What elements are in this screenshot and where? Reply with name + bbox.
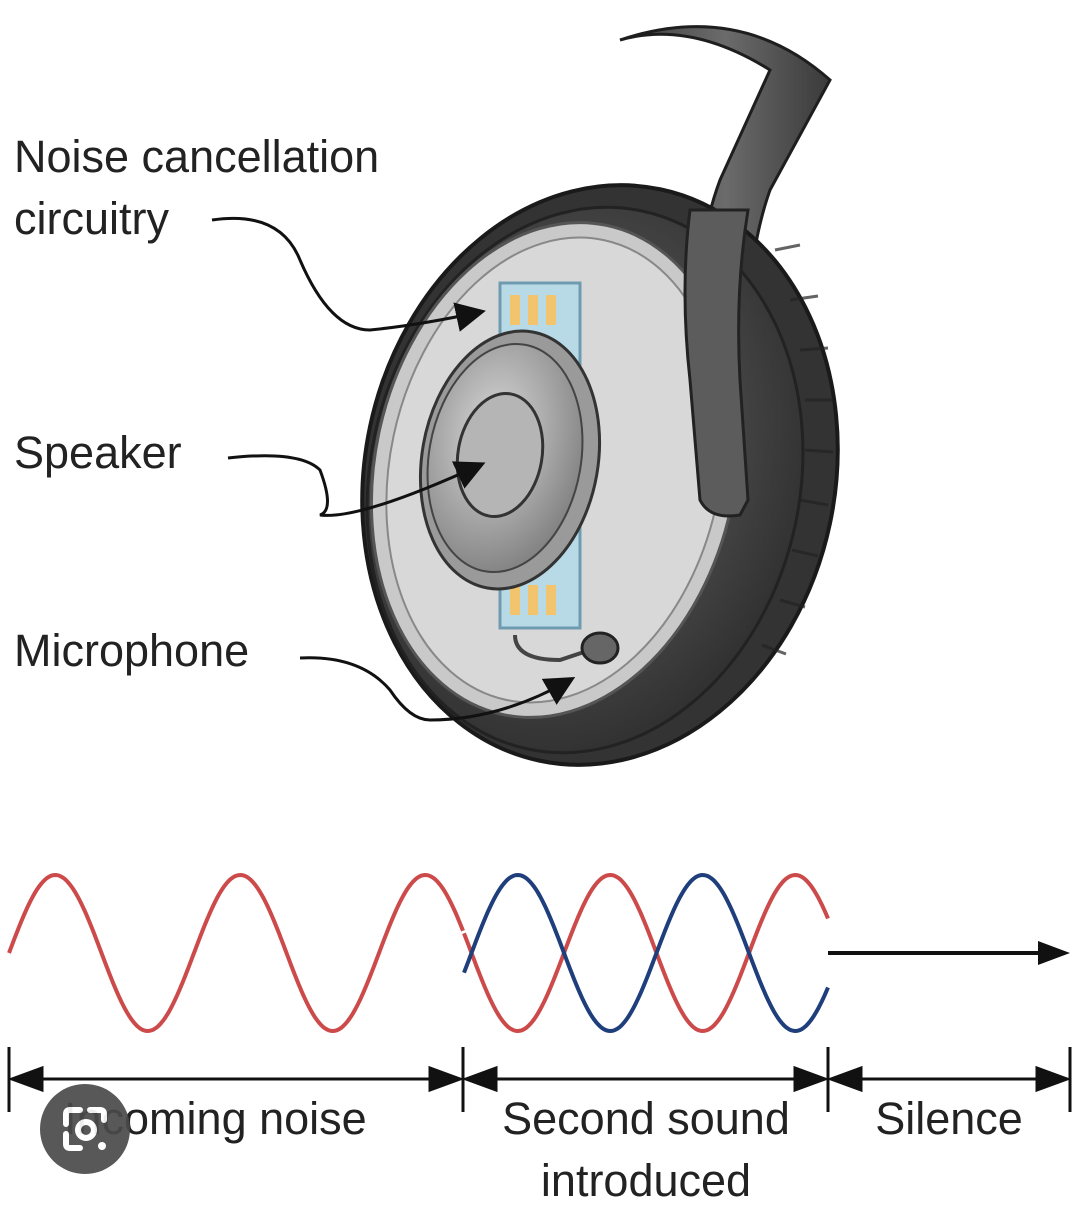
speaker-arrow <box>227 454 486 517</box>
wave-section <box>7 872 1070 1034</box>
leader-arrows <box>211 216 576 722</box>
speaker-label: Speaker <box>14 427 182 478</box>
inverted-sound-wave <box>462 872 830 1034</box>
circuitry-label-line2: circuitry <box>14 193 169 244</box>
circuitry-arrow <box>211 216 486 332</box>
microphone-arrow <box>299 656 576 722</box>
second-sound-label-line1: Second sound <box>502 1093 790 1144</box>
silence-label: Silence <box>875 1093 1023 1144</box>
headphone-illustration <box>360 25 840 767</box>
segment-brackets <box>7 1047 1072 1112</box>
microphone-element <box>513 631 620 665</box>
google-lens-button[interactable] <box>40 1084 130 1174</box>
noise-wave-overlap <box>462 872 830 1034</box>
circuitry-label-line1: Noise cancellation <box>14 131 380 182</box>
silence-arrowhead <box>1038 941 1070 965</box>
incoming-noise-wave <box>7 872 465 1034</box>
microphone-label: Microphone <box>14 625 250 676</box>
second-sound-label-line2: introduced <box>540 1155 752 1206</box>
google-lens-icon <box>63 1107 107 1151</box>
